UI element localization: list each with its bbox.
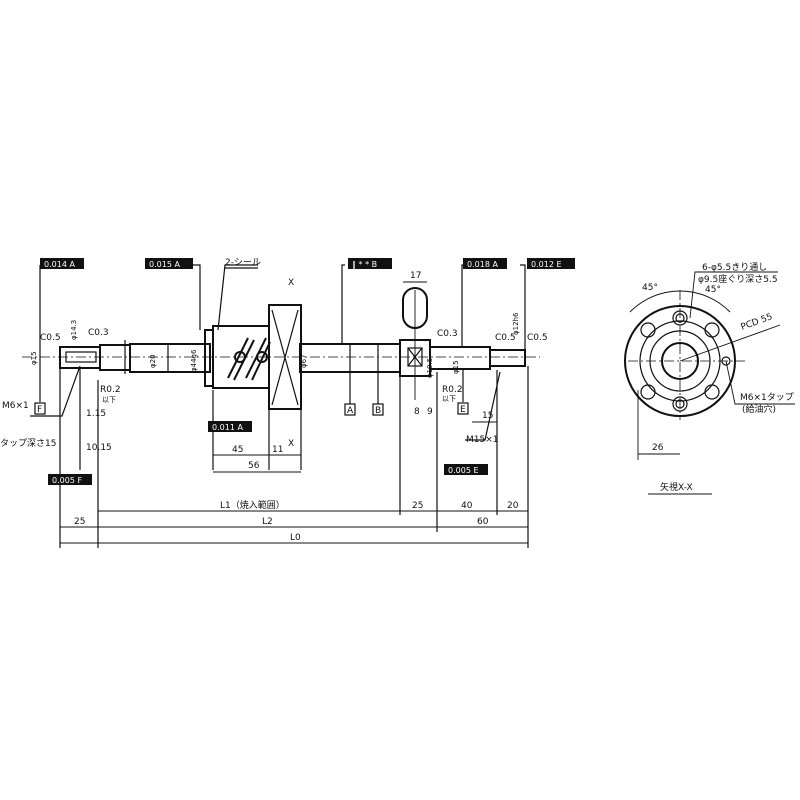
leaders bbox=[30, 264, 529, 548]
svg-text:40: 40 bbox=[461, 501, 473, 511]
svg-text:9: 9 bbox=[427, 407, 433, 417]
svg-text:C0.5: C0.5 bbox=[40, 333, 61, 343]
bottom-dimensions: L1（焼入範囲） 25 40 20 25 L2 60 L0 bbox=[60, 499, 528, 544]
svg-text:以下: 以下 bbox=[442, 395, 456, 403]
tolerance-frame-right-bottom: 0.005 E bbox=[444, 464, 488, 475]
svg-text:45: 45 bbox=[232, 445, 243, 455]
ball-nut bbox=[204, 304, 302, 410]
svg-text:0.014 A: 0.014 A bbox=[44, 260, 75, 269]
svg-text:15: 15 bbox=[482, 411, 493, 421]
svg-text:20: 20 bbox=[507, 501, 519, 511]
tolerance-frame-left-end: 0.014 A bbox=[40, 258, 84, 269]
svg-text:C0.3: C0.3 bbox=[437, 329, 458, 339]
svg-text:56: 56 bbox=[248, 461, 260, 471]
tolerance-frame-nut-bottom: 0.011 A bbox=[208, 421, 252, 432]
tolerance-frame-left-bottom: 0.005 F bbox=[48, 474, 92, 485]
svg-text:0.015 A: 0.015 A bbox=[149, 260, 180, 269]
svg-text:2-シール: 2-シール bbox=[225, 258, 261, 268]
datum-a: A bbox=[344, 403, 356, 416]
svg-text:6-φ5.5きり通し: 6-φ5.5きり通し bbox=[702, 262, 767, 273]
svg-text:φ19.5: φ19.5 bbox=[426, 358, 434, 378]
svg-text:φ15: φ15 bbox=[452, 360, 460, 374]
svg-text:M15×1: M15×1 bbox=[466, 435, 498, 445]
slot-detail bbox=[402, 281, 428, 400]
view-x-x: 6-φ5.5きり通し φ9.5座ぐり深さ5.5 45° 45° PCD 55 M… bbox=[624, 262, 795, 495]
svg-text:E: E bbox=[460, 405, 466, 415]
svg-text:F: F bbox=[37, 405, 42, 415]
svg-text:0.012 E: 0.012 E bbox=[531, 260, 562, 269]
svg-text:φ67: φ67 bbox=[300, 354, 308, 368]
svg-text:A: A bbox=[347, 406, 354, 416]
svg-text:45°: 45° bbox=[705, 285, 721, 295]
tolerance-frame-parallel: ∥ * * B bbox=[348, 258, 392, 269]
svg-text:1.15: 1.15 bbox=[86, 409, 106, 419]
svg-text:0.005 F: 0.005 F bbox=[52, 476, 82, 485]
svg-text:0.011 A: 0.011 A bbox=[212, 423, 243, 432]
svg-text:B: B bbox=[375, 406, 381, 416]
svg-text:0.018 A: 0.018 A bbox=[467, 260, 498, 269]
datum-f: F bbox=[34, 402, 46, 415]
svg-text:8: 8 bbox=[414, 407, 420, 417]
svg-text:PCD 55: PCD 55 bbox=[740, 312, 774, 333]
svg-text:φ9.5座ぐり深さ5.5: φ9.5座ぐり深さ5.5 bbox=[698, 273, 778, 285]
svg-text:17: 17 bbox=[410, 271, 421, 281]
tolerance-frame-right-journal: 0.018 A bbox=[463, 258, 507, 269]
svg-text:X: X bbox=[288, 278, 294, 288]
svg-text:M6×1: M6×1 bbox=[2, 401, 29, 411]
tolerance-frame-nut-top: 0.015 A bbox=[145, 258, 193, 269]
svg-text:R0.2: R0.2 bbox=[442, 385, 463, 395]
svg-text:C0.3: C0.3 bbox=[88, 328, 109, 338]
annotations: 2-シール C0.5 C0.3 φ15 φ14.3 φ20 φ44g6 φ67 … bbox=[0, 258, 548, 473]
svg-text:60: 60 bbox=[477, 517, 489, 527]
svg-text:L0: L0 bbox=[290, 533, 301, 543]
svg-text:(給油穴): (給油穴) bbox=[742, 403, 776, 415]
datum-e: E bbox=[457, 402, 469, 415]
svg-text:L2: L2 bbox=[262, 517, 273, 527]
datum-b: B bbox=[372, 403, 384, 416]
svg-text:∥ * * B: ∥ * * B bbox=[352, 260, 377, 269]
svg-text:M6×1タップ: M6×1タップ bbox=[740, 392, 794, 403]
svg-text:φ14.3: φ14.3 bbox=[70, 320, 78, 340]
svg-text:X: X bbox=[288, 439, 294, 449]
svg-text:25: 25 bbox=[74, 517, 85, 527]
svg-text:以下: 以下 bbox=[102, 396, 116, 404]
tolerance-frame-right-end: 0.012 E bbox=[527, 258, 575, 269]
screw-shaft bbox=[59, 339, 526, 400]
svg-text:45°: 45° bbox=[642, 283, 658, 293]
svg-text:L1（焼入範囲）: L1（焼入範囲） bbox=[220, 499, 285, 511]
svg-text:φ44g6: φ44g6 bbox=[190, 349, 198, 372]
svg-text:φ12h6: φ12h6 bbox=[512, 312, 520, 335]
svg-text:0.005 E: 0.005 E bbox=[448, 466, 479, 475]
svg-text:φ15: φ15 bbox=[30, 351, 38, 365]
svg-text:11: 11 bbox=[272, 445, 283, 455]
svg-text:10.15: 10.15 bbox=[86, 443, 112, 453]
svg-text:25: 25 bbox=[412, 501, 423, 511]
svg-text:タップ深さ15: タップ深さ15 bbox=[0, 438, 56, 449]
svg-text:R0.2: R0.2 bbox=[100, 385, 121, 395]
svg-text:φ20: φ20 bbox=[149, 354, 157, 368]
svg-text:C0.5: C0.5 bbox=[527, 333, 548, 343]
svg-text:矢視X-X: 矢視X-X bbox=[660, 481, 693, 493]
svg-text:C0.5: C0.5 bbox=[495, 333, 516, 343]
svg-text:26: 26 bbox=[652, 443, 664, 453]
